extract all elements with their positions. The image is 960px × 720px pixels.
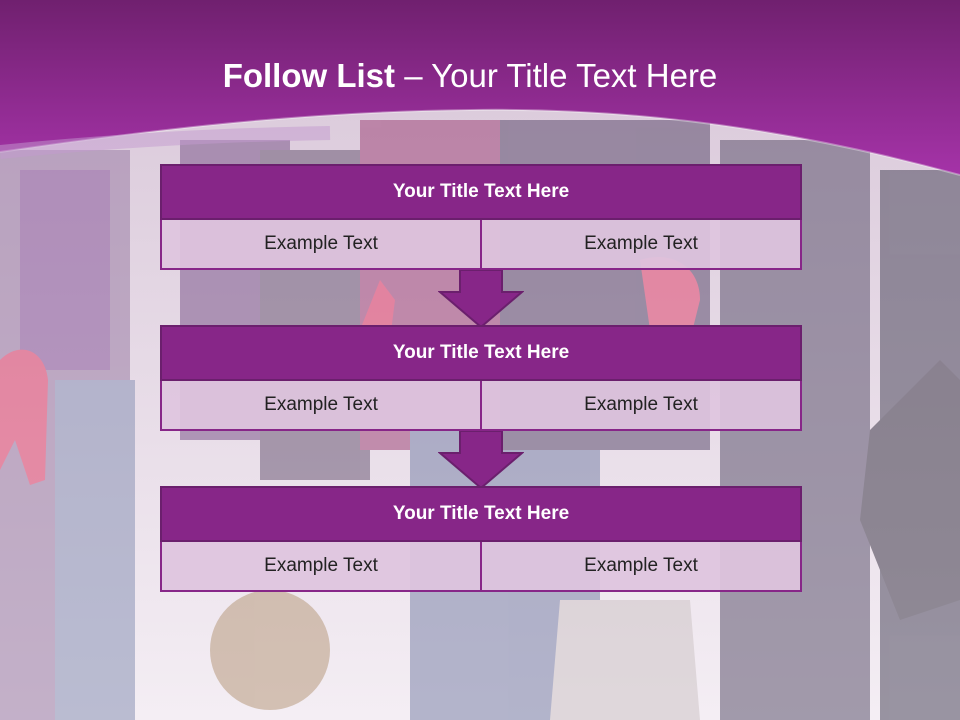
block-cell-left: Example Text	[160, 381, 482, 431]
block-title: Your Title Text Here	[160, 486, 802, 542]
block-cell-left: Example Text	[160, 220, 482, 270]
down-arrow-icon	[438, 270, 524, 328]
process-block-3: Your Title Text Here Example Text Exampl…	[160, 486, 802, 592]
block-row: Example Text Example Text	[160, 220, 802, 270]
process-block-1: Your Title Text Here Example Text Exampl…	[160, 164, 802, 270]
block-cell-left: Example Text	[160, 542, 482, 592]
block-row: Example Text Example Text	[160, 542, 802, 592]
down-arrow-icon	[438, 431, 524, 489]
slide-title-rest: – Your Title Text Here	[395, 57, 718, 94]
process-block-2: Your Title Text Here Example Text Exampl…	[160, 325, 802, 431]
block-title: Your Title Text Here	[160, 325, 802, 381]
slide-title: Follow List – Your Title Text Here	[0, 52, 940, 100]
block-cell-right: Example Text	[482, 381, 802, 431]
slide-title-bold: Follow List	[222, 57, 396, 94]
block-cell-right: Example Text	[482, 220, 802, 270]
block-title: Your Title Text Here	[160, 164, 802, 220]
block-row: Example Text Example Text	[160, 381, 802, 431]
block-cell-right: Example Text	[482, 542, 802, 592]
